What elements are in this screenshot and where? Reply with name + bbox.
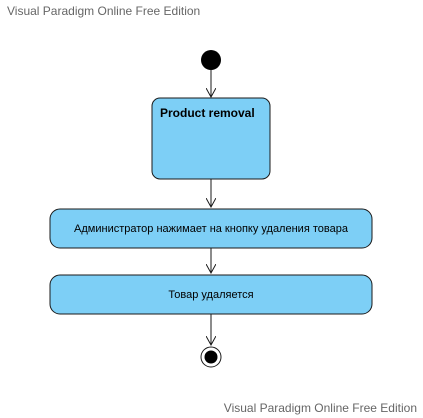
final-node[interactable] — [200, 346, 222, 368]
action-label: Товар удаляется — [168, 289, 253, 301]
watermark-top: Visual Paradigm Online Free Edition — [7, 4, 201, 18]
action-admin-clicks-delete[interactable]: Администратор нажимает на кнопку удалени… — [49, 208, 373, 249]
action-label: Администратор нажимает на кнопку удалени… — [74, 223, 349, 235]
state-title: Product removal — [160, 106, 255, 120]
state-product-removal[interactable]: Product removal — [151, 97, 271, 180]
final-node-core — [204, 350, 218, 364]
initial-node[interactable] — [201, 50, 221, 70]
watermark-bottom: Visual Paradigm Online Free Edition — [223, 401, 417, 415]
action-product-deleted[interactable]: Товар удаляется — [49, 274, 373, 315]
